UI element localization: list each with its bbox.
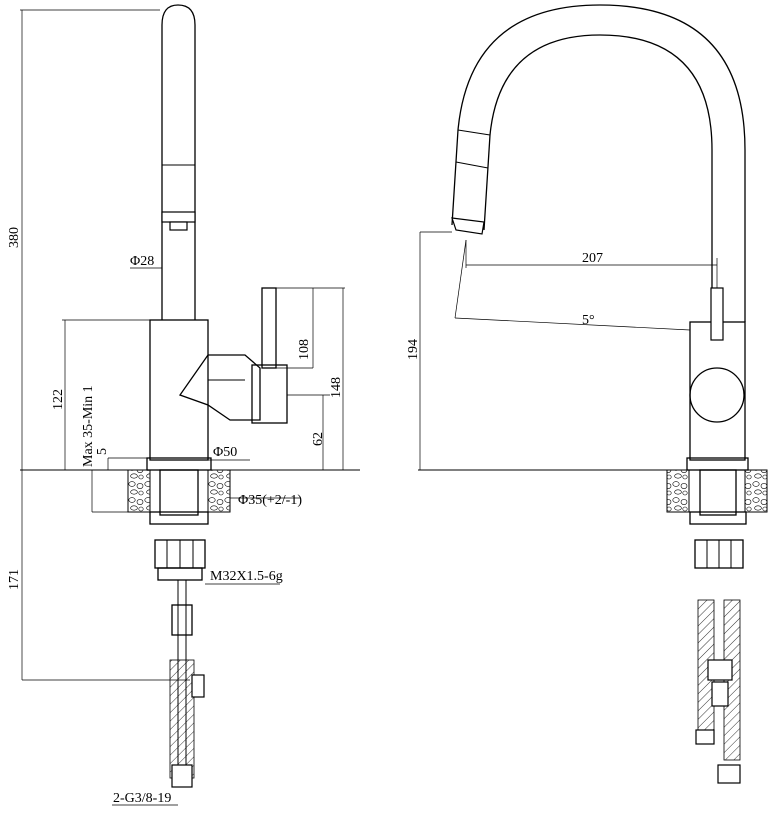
dim-base-diameter: Φ50	[213, 445, 237, 460]
dim-hose-thread: 2-G3/8-19	[113, 791, 171, 806]
dim-5: 5	[95, 448, 110, 455]
dim-deck-thickness: Max 35-Min 1	[81, 385, 96, 467]
side-view: 380 Φ28 108 122 148 Max 35-Min 1 5 62 Φ5…	[7, 4, 360, 806]
dim-hole-diameter: Φ35(+2/-1)	[238, 493, 302, 508]
deck-stone-left	[127, 469, 151, 513]
front-lever-hub	[689, 367, 745, 423]
dim-194: 194	[406, 339, 421, 360]
mounting-shank	[149, 469, 209, 581]
dim-shank-thread: M32X1.5-6g	[210, 569, 283, 584]
faucet-body	[146, 287, 288, 471]
dim-62: 62	[311, 432, 326, 446]
dim-108: 108	[297, 339, 312, 360]
dim-angle: 5°	[582, 313, 595, 328]
spout-tube	[161, 4, 196, 320]
dim-171: 171	[7, 569, 22, 590]
gooseneck-spout	[451, 4, 746, 322]
dim-spout-diameter: Φ28	[130, 254, 154, 269]
supply-hoses	[169, 580, 205, 788]
dim-207: 207	[582, 251, 603, 266]
deck-stone-right	[207, 469, 231, 513]
dim-122: 122	[51, 389, 66, 410]
front-view: 207 194 5°	[406, 4, 768, 784]
dim-380: 380	[7, 227, 22, 248]
dim-148: 148	[329, 377, 344, 398]
front-body	[689, 321, 746, 461]
